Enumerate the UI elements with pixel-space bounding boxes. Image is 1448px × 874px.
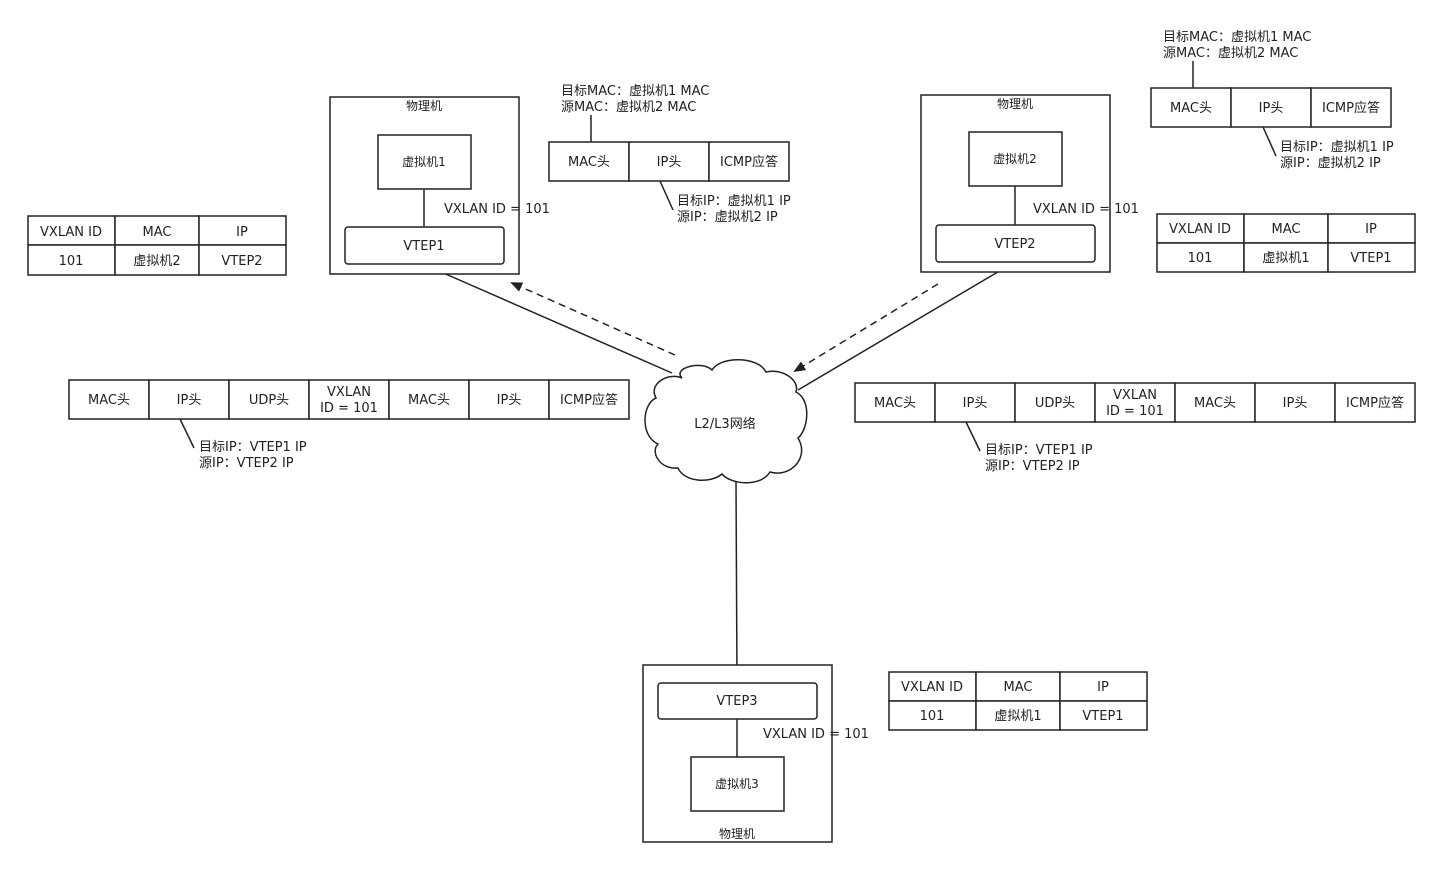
outer-2-ip-note-dst: 目标IP：VTEP1 IP bbox=[985, 443, 1093, 458]
vm-3 bbox=[690, 756, 785, 812]
host-2-title: 物理机 bbox=[997, 97, 1033, 111]
outer-1-cell-udp: UDP头 bbox=[249, 393, 289, 408]
table-3-header-mac: MAC bbox=[1004, 680, 1033, 695]
outer-1-ip-note-src: 源IP：VTEP2 IP bbox=[199, 456, 294, 471]
inner-2-cell-icmp: ICMP应答 bbox=[1322, 100, 1380, 116]
outer-1-cell-icmp: ICMP应答 bbox=[560, 392, 618, 408]
forwarding-table-1: VXLAN ID MAC IP 101 虚拟机2 VTEP2 bbox=[27, 215, 287, 276]
outer-1-cell-outer-mac: MAC头 bbox=[88, 393, 130, 408]
inner-2-cell-mac: MAC头 bbox=[1170, 101, 1212, 116]
link-network-vtep3 bbox=[735, 481, 738, 684]
outer-1-ip-note-dst: 目标IP：VTEP1 IP bbox=[199, 440, 307, 455]
vtep-2-label: VTEP2 bbox=[994, 237, 1035, 252]
outer-1-cell-vxlan-id: ID = 101 bbox=[320, 401, 378, 416]
outer-2-cell-inner-mac: MAC头 bbox=[1194, 396, 1236, 411]
inner-1-mac-note-src: 源MAC：虚拟机2 MAC bbox=[561, 100, 696, 115]
outer-1-cell-outer-ip: IP头 bbox=[177, 393, 202, 408]
vm-1-label: 虚拟机1 bbox=[402, 155, 446, 169]
outer-2-cell-udp: UDP头 bbox=[1035, 396, 1075, 411]
link-vtep1-network bbox=[424, 264, 673, 374]
table-1-cell-ip: VTEP2 bbox=[221, 254, 262, 269]
inner-2-mac-note-dst: 目标MAC：虚拟机1 MAC bbox=[1163, 30, 1311, 45]
outer-2-cell-icmp: ICMP应答 bbox=[1346, 395, 1404, 411]
inner-1-cell-ip: IP头 bbox=[657, 155, 682, 170]
physical-host-2: 物理机 虚拟机2 VTEP2 bbox=[920, 94, 1111, 273]
table-2-cell-ip: VTEP1 bbox=[1350, 251, 1391, 266]
vm-3-label: 虚拟机3 bbox=[715, 777, 759, 791]
inner-1-mac-note-dst: 目标MAC：虚拟机1 MAC bbox=[561, 84, 709, 99]
table-1-header-mac: MAC bbox=[143, 225, 172, 240]
outer-2-cell-outer-ip: IP头 bbox=[963, 396, 988, 411]
table-2-cell-vxlan: 101 bbox=[1188, 251, 1213, 266]
forwarding-table-3: VXLAN ID MAC IP 101 虚拟机1 VTEP1 bbox=[888, 671, 1148, 731]
vtep-3-label: VTEP3 bbox=[716, 694, 757, 709]
outer-2-ip-note-src: 源IP：VTEP2 IP bbox=[985, 459, 1080, 474]
outer-2-cell-inner-ip: IP头 bbox=[1283, 396, 1308, 411]
table-3-cell-ip: VTEP1 bbox=[1082, 709, 1123, 724]
outer-1-cell-inner-ip: IP头 bbox=[497, 393, 522, 408]
table-3-header-vxlan: VXLAN ID bbox=[901, 680, 963, 695]
table-2-cell-mac: 虚拟机1 bbox=[1262, 251, 1309, 266]
table-1-cell-vxlan: 101 bbox=[59, 254, 84, 269]
inner-2-ip-note-src: 源IP：虚拟机2 IP bbox=[1280, 156, 1381, 171]
network-label: L2/L3网络 bbox=[694, 416, 755, 432]
physical-host-3: VTEP3 虚拟机3 物理机 bbox=[642, 664, 833, 843]
vtep-1 bbox=[344, 226, 505, 265]
outer-packet-2: MAC头 IP头 UDP头 VXLAN ID = 101 MAC头 IP头 IC… bbox=[854, 382, 1416, 474]
physical-host-1: 物理机 虚拟机1 VTEP1 bbox=[329, 96, 520, 275]
host-1-vxlan-label: VXLAN ID = 101 bbox=[444, 202, 550, 217]
flow-arrow-to-vtep1 bbox=[510, 282, 676, 356]
outer-2-cell-vxlan-id: ID = 101 bbox=[1106, 404, 1164, 419]
table-3-cell-vxlan: 101 bbox=[920, 709, 945, 724]
table-2-header-mac: MAC bbox=[1272, 222, 1301, 237]
flow-arrow-to-network bbox=[793, 283, 939, 373]
outer-packet-1: MAC头 IP头 UDP头 VXLAN ID = 101 MAC头 IP头 IC… bbox=[68, 379, 630, 471]
table-3-header-ip: IP bbox=[1097, 680, 1109, 695]
inner-1-cell-icmp: ICMP应答 bbox=[720, 154, 778, 170]
vtep-2 bbox=[935, 224, 1096, 263]
inner-packet-2: 目标MAC：虚拟机1 MAC 源MAC：虚拟机2 MAC MAC头 IP头 IC… bbox=[1150, 30, 1394, 171]
outer-1-cell-inner-mac: MAC头 bbox=[408, 393, 450, 408]
vm-2-label: 虚拟机2 bbox=[993, 152, 1037, 166]
outer-1-cell-vxlan: VXLAN bbox=[327, 385, 371, 400]
link-vtep2-network bbox=[797, 262, 1014, 391]
inner-1-ip-note-dst: 目标IP：虚拟机1 IP bbox=[677, 194, 791, 209]
inner-2-ip-note-dst: 目标IP：虚拟机1 IP bbox=[1280, 140, 1394, 155]
network-cloud: L2/L3网络 bbox=[644, 359, 808, 484]
table-3-cell-mac: 虚拟机1 bbox=[994, 709, 1041, 724]
host-1-title: 物理机 bbox=[406, 99, 442, 113]
host-3-title: 物理机 bbox=[719, 827, 755, 841]
table-2-header-ip: IP bbox=[1365, 222, 1377, 237]
table-1-cell-mac: 虚拟机2 bbox=[133, 254, 180, 269]
inner-packet-1: 目标MAC：虚拟机1 MAC 源MAC：虚拟机2 MAC MAC头 IP头 IC… bbox=[548, 84, 791, 225]
inner-2-cell-ip: IP头 bbox=[1259, 101, 1284, 116]
inner-2-mac-note-src: 源MAC：虚拟机2 MAC bbox=[1163, 46, 1298, 61]
vm-1 bbox=[377, 134, 472, 190]
outer-2-cell-outer-mac: MAC头 bbox=[874, 396, 916, 411]
host-3-vxlan-label: VXLAN ID = 101 bbox=[763, 727, 869, 742]
host-2-vxlan-label: VXLAN ID = 101 bbox=[1033, 202, 1139, 217]
inner-1-ip-note-src: 源IP：虚拟机2 IP bbox=[677, 210, 778, 225]
table-1-header-vxlan: VXLAN ID bbox=[40, 225, 102, 240]
forwarding-table-2: VXLAN ID MAC IP 101 虚拟机1 VTEP1 bbox=[1156, 213, 1416, 273]
outer-2-cell-vxlan: VXLAN bbox=[1113, 388, 1157, 403]
vtep-1-label: VTEP1 bbox=[403, 239, 444, 254]
vm-2 bbox=[968, 131, 1063, 187]
table-2-header-vxlan: VXLAN ID bbox=[1169, 222, 1231, 237]
table-1-header-ip: IP bbox=[236, 225, 248, 240]
inner-1-cell-mac: MAC头 bbox=[568, 155, 610, 170]
